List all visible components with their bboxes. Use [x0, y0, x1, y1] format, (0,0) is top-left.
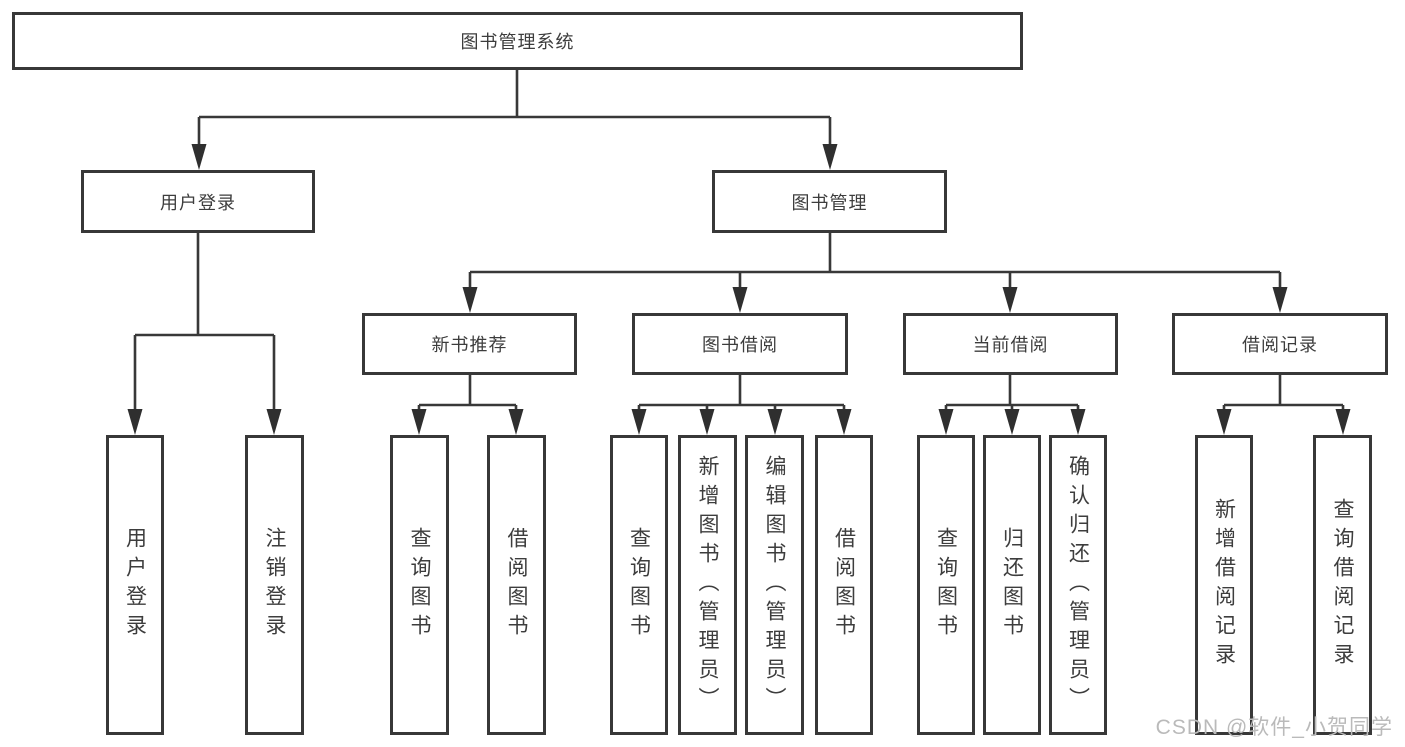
- node-leaf-query-books-borrow: 查询图书: [610, 435, 668, 735]
- node-leaf-borrow-books-recommend: 借阅图书: [487, 435, 546, 735]
- arrow-down-icon: [1070, 409, 1086, 435]
- node-user-login: 用户登录: [81, 170, 315, 233]
- node-label: 查询图书: [934, 527, 958, 643]
- node-label: 查询图书: [408, 527, 431, 643]
- node-leaf-add-borrow-record: 新增借阅记录: [1195, 435, 1253, 735]
- arrow-down-icon: [266, 409, 282, 435]
- node-label: 查询借阅记录: [1331, 498, 1354, 672]
- arrow-down-icon: [631, 409, 647, 435]
- node-current-borrow: 当前借阅: [903, 313, 1118, 375]
- node-label: 图书管理: [791, 192, 868, 213]
- node-leaf-logout: 注销登录: [245, 435, 304, 735]
- node-label: 用户登录: [123, 527, 147, 643]
- node-label: 归还图书: [1000, 527, 1024, 643]
- node-leaf-query-books-current: 查询图书: [917, 435, 975, 735]
- node-leaf-return-books: 归还图书: [983, 435, 1041, 735]
- node-label: 注销登录: [263, 527, 286, 643]
- node-label: 借阅记录: [1242, 335, 1318, 355]
- node-label: 编辑图书（管理员）: [763, 454, 786, 716]
- node-label: 确认归还（管理员）: [1066, 454, 1090, 716]
- arrow-down-icon: [191, 144, 207, 170]
- node-new-book-recommend: 新书推荐: [362, 313, 577, 375]
- node-leaf-confirm-return-admin: 确认归还（管理员）: [1049, 435, 1107, 735]
- arrow-down-icon: [1272, 287, 1288, 313]
- node-label: 借阅图书: [505, 527, 528, 643]
- arrow-down-icon: [836, 409, 852, 435]
- node-label: 新书推荐: [431, 335, 508, 355]
- node-label: 新增借阅记录: [1212, 498, 1236, 672]
- node-book-management: 图书管理: [712, 170, 947, 233]
- arrow-down-icon: [699, 409, 715, 435]
- arrow-down-icon: [462, 287, 478, 313]
- node-leaf-edit-books-admin: 编辑图书（管理员）: [745, 435, 804, 735]
- node-root-system: 图书管理系统: [12, 12, 1023, 70]
- node-label: 用户登录: [160, 192, 236, 213]
- arrow-down-icon: [767, 409, 783, 435]
- arrow-down-icon: [1335, 409, 1351, 435]
- arrow-down-icon: [1002, 287, 1018, 313]
- arrow-down-icon: [732, 287, 748, 313]
- node-leaf-user-login: 用户登录: [106, 435, 164, 735]
- arrow-down-icon: [938, 409, 954, 435]
- arrow-down-icon: [1216, 409, 1232, 435]
- node-leaf-borrow-books: 借阅图书: [815, 435, 873, 735]
- arrow-down-icon: [508, 409, 524, 435]
- node-label: 图书管理系统: [460, 32, 575, 52]
- node-leaf-query-books-recommend: 查询图书: [390, 435, 449, 735]
- node-label: 图书借阅: [702, 335, 778, 355]
- node-label: 借阅图书: [832, 527, 856, 643]
- node-book-borrow: 图书借阅: [632, 313, 848, 375]
- node-borrow-records: 借阅记录: [1172, 313, 1388, 375]
- arrow-down-icon: [822, 144, 838, 170]
- node-label: 当前借阅: [972, 335, 1049, 355]
- arrowhead-icons: [127, 144, 1351, 435]
- node-label: 查询图书: [627, 527, 651, 643]
- node-leaf-query-borrow-record: 查询借阅记录: [1313, 435, 1372, 735]
- arrow-down-icon: [127, 409, 143, 435]
- arrow-down-icon: [1004, 409, 1020, 435]
- node-leaf-add-books-admin: 新增图书（管理员）: [678, 435, 737, 735]
- node-label: 新增图书（管理员）: [696, 454, 719, 716]
- arrow-down-icon: [411, 409, 427, 435]
